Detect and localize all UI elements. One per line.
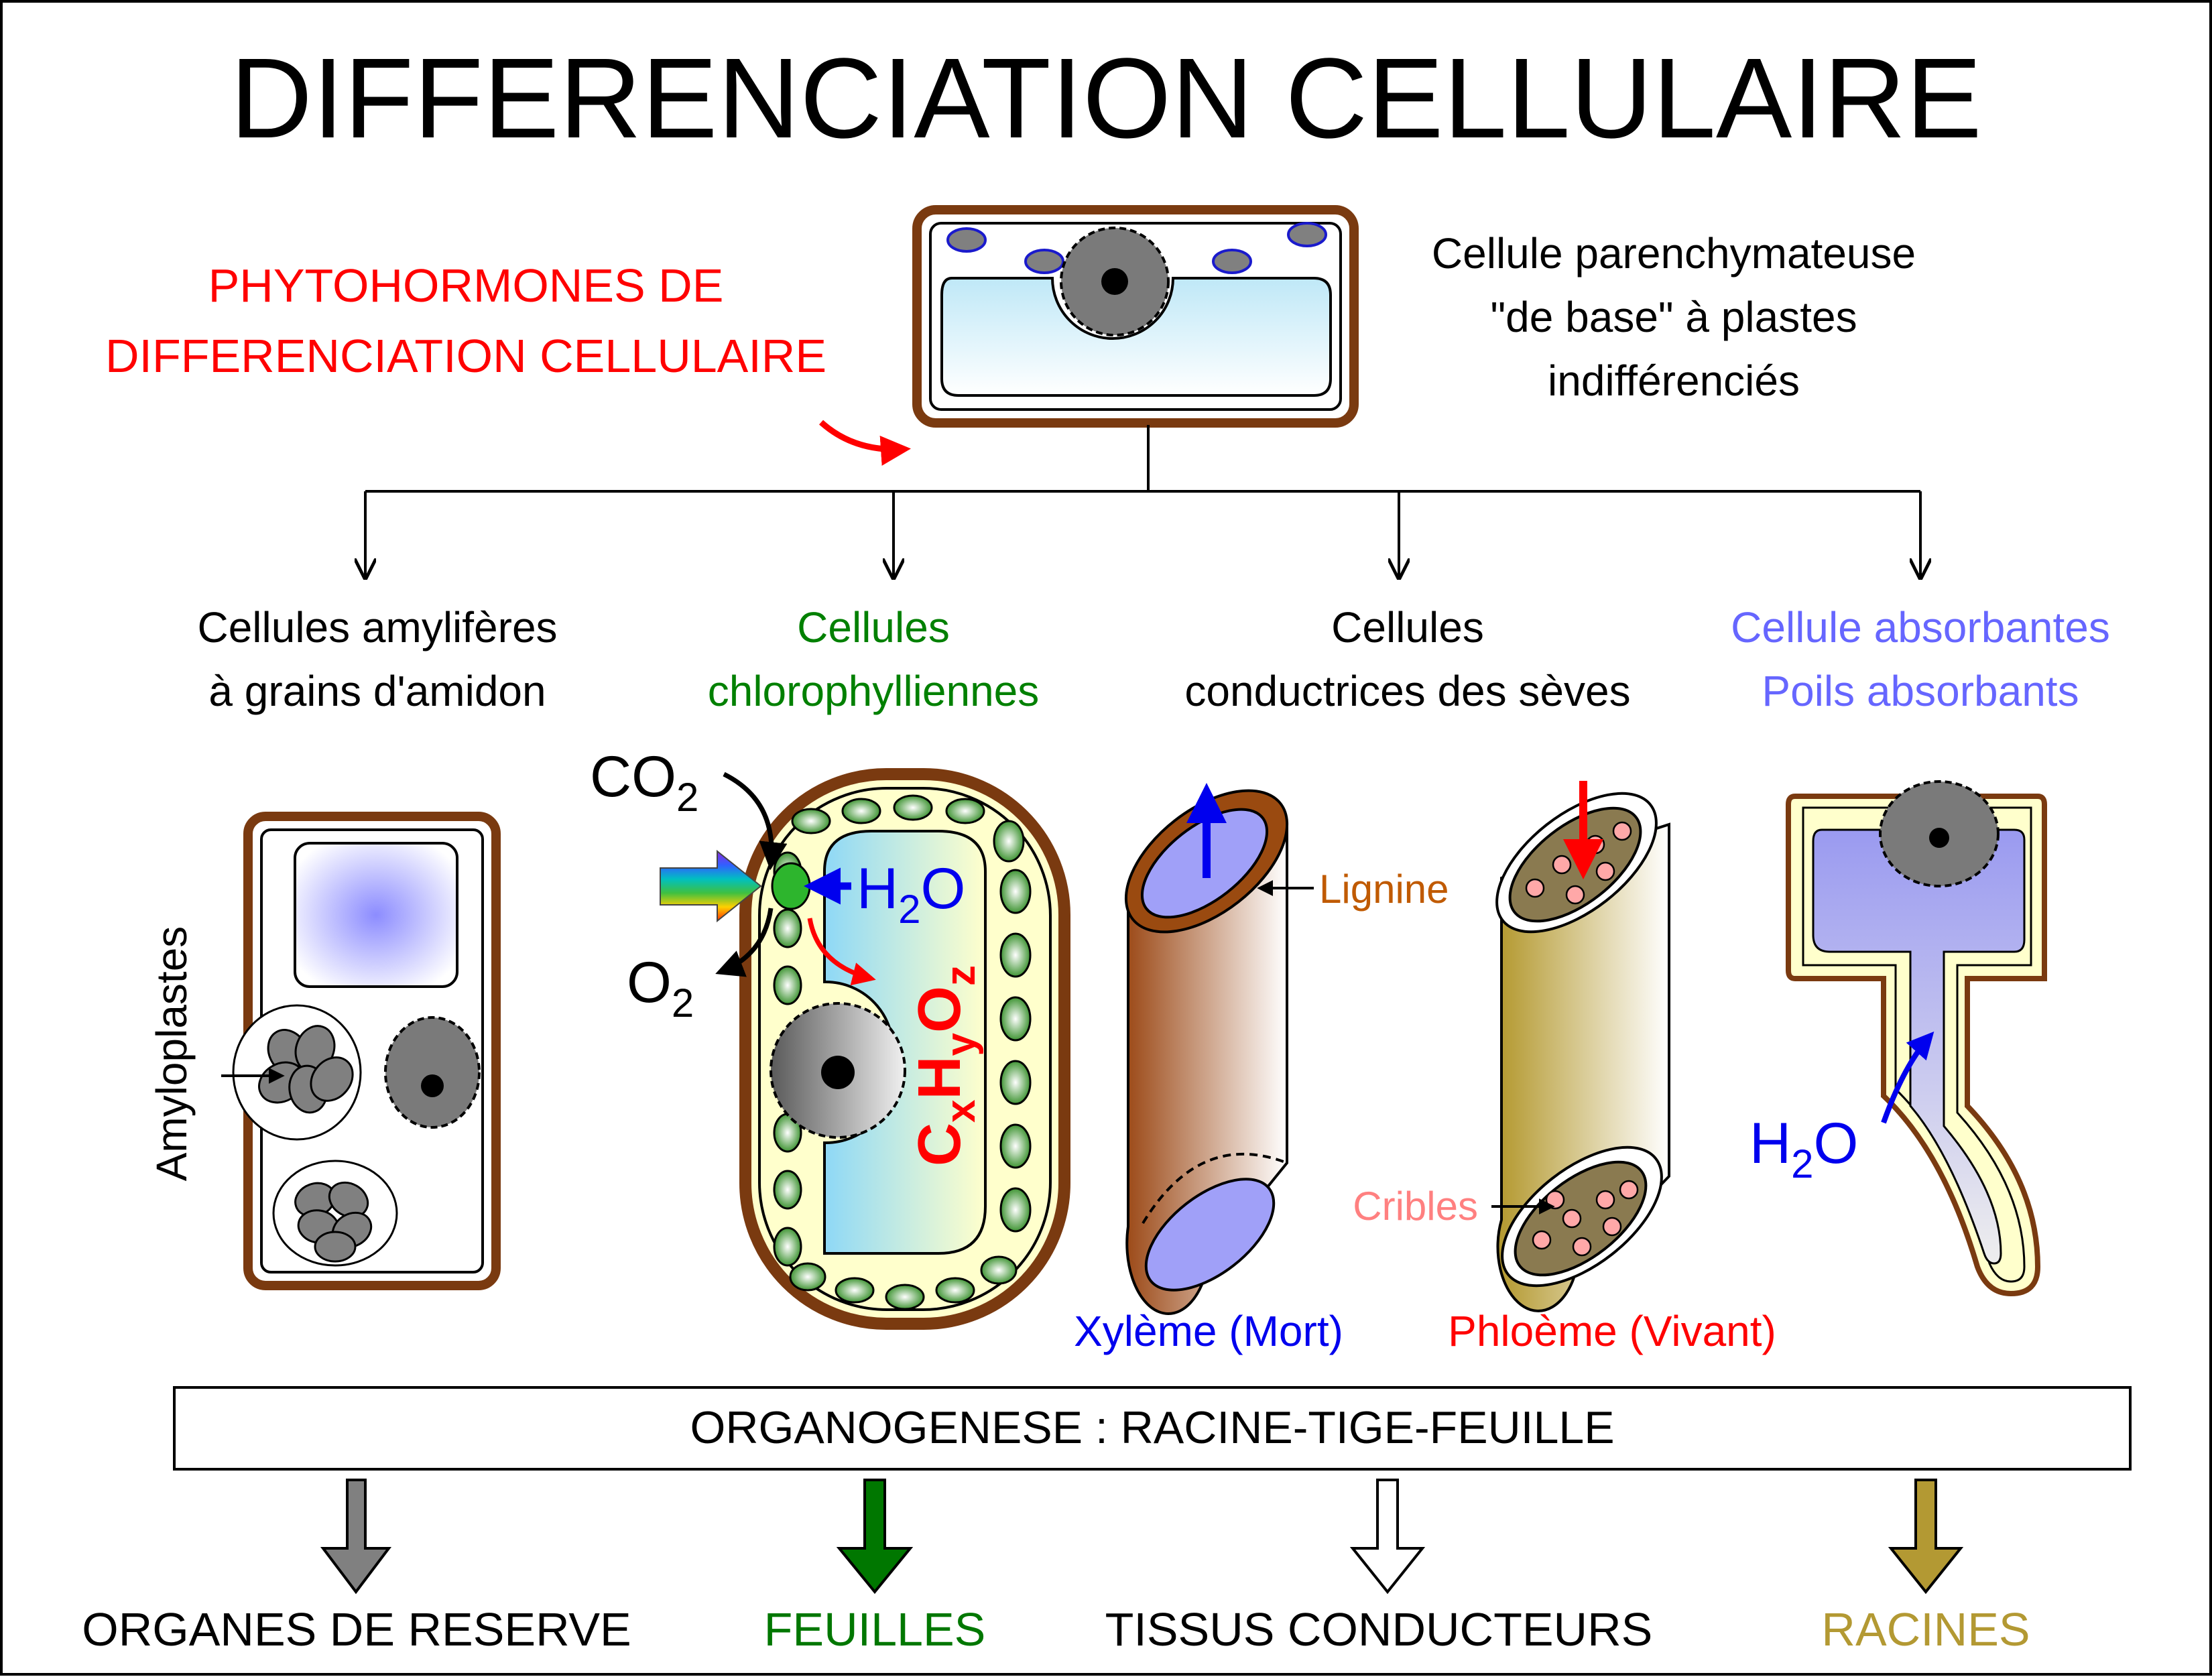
xylem-vessel — [1124, 783, 1314, 1315]
amylo-cell — [221, 812, 501, 1290]
formula-label: CxHyOz — [906, 965, 984, 1166]
base-cell-line1: Cellule parenchymateuse — [1432, 229, 1916, 277]
cribles-label: Cribles — [1353, 1184, 1478, 1229]
branch-absorb-line1: Cellule absorbantes — [1731, 603, 2110, 651]
phloem-caption: Phloème (Vivant) — [1448, 1307, 1776, 1355]
output-tissus-label: TISSUS CONDUCTEURS — [1105, 1603, 1653, 1656]
tree-connector — [365, 425, 1920, 578]
hormones-line1: PHYTOHORMONES DE — [208, 259, 724, 312]
root-hair-cell — [1786, 780, 2047, 1297]
output-arrow-racines — [1888, 1479, 1964, 1595]
branch-chloro-line1: Cellules — [797, 603, 950, 651]
base-cell-line2: "de base" à plastes — [1490, 293, 1857, 341]
output-reserve-label: ORGANES DE RESERVE — [82, 1603, 631, 1656]
branch-amylo-line2: à grains d'amidon — [208, 667, 546, 715]
branch-absorb-line2: Poils absorbants — [1762, 667, 2079, 715]
page-title: DIFFERENCIATION CELLULAIRE — [230, 35, 1981, 162]
organogenese-box — [173, 1386, 2132, 1471]
chloro-cell — [660, 768, 1070, 1330]
svg-text:CxHyOz: CxHyOz — [906, 965, 984, 1166]
output-feuilles-label: FEUILLES — [764, 1603, 986, 1656]
amyloplastes-label: Amyloplastes — [147, 926, 196, 1182]
branch-amylo-line1: Cellules amylifères — [197, 603, 557, 651]
organogenese-label: ORGANOGENESE : RACINE-TIGE-FEUILLE — [690, 1402, 1614, 1453]
base-cell-line3: indifférenciés — [1548, 357, 1800, 405]
h2o-chloro-label: H2O — [857, 857, 965, 932]
output-arrows — [320, 1479, 1964, 1595]
o2-label: O2 — [627, 950, 694, 1025]
output-arrow-feuilles — [836, 1479, 914, 1595]
branch-conduct-line2: conductrices des sèves — [1184, 667, 1630, 715]
xylem-caption: Xylème (Mort) — [1074, 1307, 1343, 1355]
lignine-label: Lignine — [1319, 867, 1449, 912]
h2o-root-label: H2O — [1749, 1111, 1858, 1186]
hormone-arrow — [818, 420, 911, 466]
output-racines-label: RACINES — [1821, 1603, 2030, 1656]
branch-conduct-line1: Cellules — [1331, 603, 1484, 651]
branch-chloro-line2: chlorophylliennes — [708, 667, 1040, 715]
co2-label: CO2 — [590, 745, 698, 820]
base-cell — [912, 205, 1359, 428]
hormones-line2: DIFFERENCIATION CELLULAIRE — [105, 330, 826, 382]
output-arrow-tissus — [1349, 1479, 1426, 1595]
output-arrow-reserve — [320, 1479, 392, 1595]
phloem-tube — [1491, 781, 1670, 1312]
